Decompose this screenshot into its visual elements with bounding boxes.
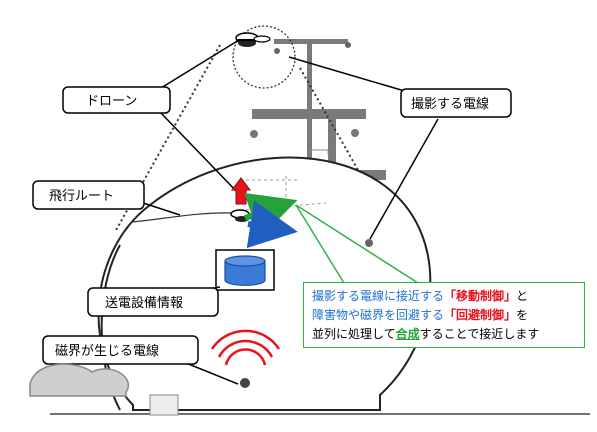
avoidance-control-term: 「回避制御」 [444, 308, 517, 322]
target-wire-dot [365, 239, 373, 247]
message-line3-end: することで接近します [419, 327, 540, 341]
flight-route-path [132, 212, 233, 223]
message-line3-text: 並列に処理して [312, 327, 396, 341]
target-wire-label: 撮影する電線 [411, 96, 489, 112]
database-icon [224, 255, 266, 286]
message-line2-text: 障害物や磁界を回避する [312, 308, 445, 322]
movement-control-term: 「移動制御」 [444, 289, 517, 303]
drone-icon [235, 32, 271, 47]
drone-callout: ドローン [62, 39, 240, 195]
tree-shape [29, 363, 179, 416]
tx-facility-label: 送電設備情報 [105, 295, 183, 311]
database-frame [215, 249, 275, 291]
flight-route-label: 飛行ルート [49, 189, 114, 204]
message-line-2: 障害物や磁界を回避する「回避制御」を [312, 306, 584, 325]
message-line1-text: 撮影する電線に接近する [312, 289, 445, 303]
message-line1-end: と [516, 289, 529, 303]
message-line2-end: を [516, 308, 529, 322]
message-line-3: 並列に処理して合成することで接近します [312, 325, 584, 344]
flight-route-callout: 飛行ルート [32, 180, 181, 216]
movement-arrow [246, 200, 298, 249]
synthesis-term: 合成 [395, 327, 420, 341]
drone-label: ドローン [86, 94, 137, 109]
magnetic-field-icon [210, 329, 281, 366]
message-pointer [295, 204, 419, 284]
tx-facility-callout: 送電設備情報 [87, 287, 219, 317]
magnetic-wire-label: 磁界が生じる電線 [55, 343, 159, 359]
message-line-1: 撮影する電線に接近する「移動制御」と [312, 287, 584, 306]
magnetic-wire-dot [240, 378, 250, 388]
drone-zoom-circle [232, 25, 296, 89]
target-wire-callout: 撮影する電線 [288, 56, 512, 240]
control-message-box: 撮影する電線に接近する「移動制御」と 障害物や磁界を回避する「回避制御」を 並列… [303, 282, 585, 348]
magnetic-wire-callout: 磁界が生じる電線 [42, 335, 239, 385]
